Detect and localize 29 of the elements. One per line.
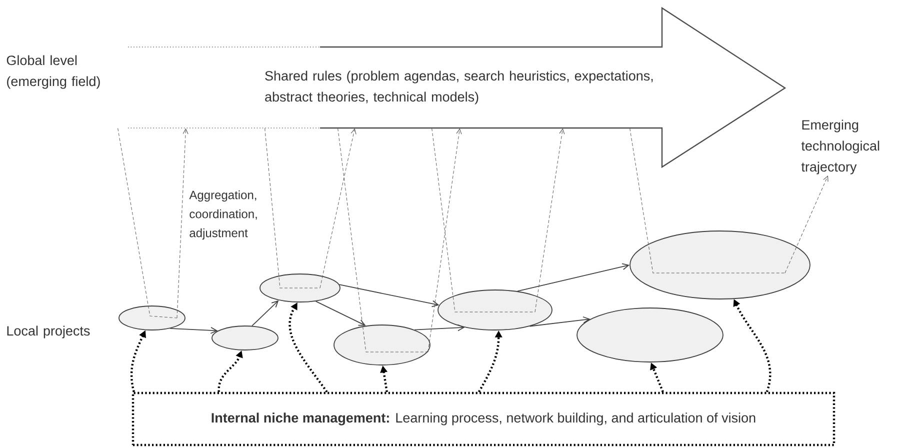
dashed-connector-line	[630, 128, 786, 274]
side-label: Aggregation, coordination, adjustment	[189, 190, 257, 240]
dashed-connector-line	[432, 128, 536, 312]
dashed-connector-line	[118, 128, 178, 318]
side-label: Global level (emerging field)	[6, 55, 100, 89]
side-label: Local projects	[7, 326, 90, 338]
arrow	[338, 284, 440, 308]
dashed-arrow	[534, 128, 565, 312]
dashed-arrow	[320, 128, 356, 288]
arrow	[252, 300, 279, 326]
arrow	[315, 300, 366, 326]
project-ellipse	[630, 230, 810, 300]
project-ellipse	[576, 308, 724, 362]
project-ellipse	[212, 326, 278, 350]
dashed-arrow	[176, 128, 188, 318]
dashed-arrow	[784, 176, 828, 274]
arrow	[529, 316, 590, 327]
dashed-connector-line	[264, 128, 320, 288]
project-ellipse	[118, 306, 186, 330]
arrow	[517, 263, 630, 292]
project-ellipse	[260, 274, 340, 302]
node-label: Emerging technological trajectory	[801, 120, 880, 174]
dotted-box: Internal niche management: Learning process, network building, and articulation of vision	[132, 392, 836, 446]
project-ellipse	[334, 324, 430, 366]
dashed-arrow	[428, 128, 462, 352]
arrow	[414, 324, 465, 332]
dashed-connector-line	[338, 128, 428, 352]
project-ellipse	[438, 290, 552, 330]
arrow	[170, 326, 218, 334]
